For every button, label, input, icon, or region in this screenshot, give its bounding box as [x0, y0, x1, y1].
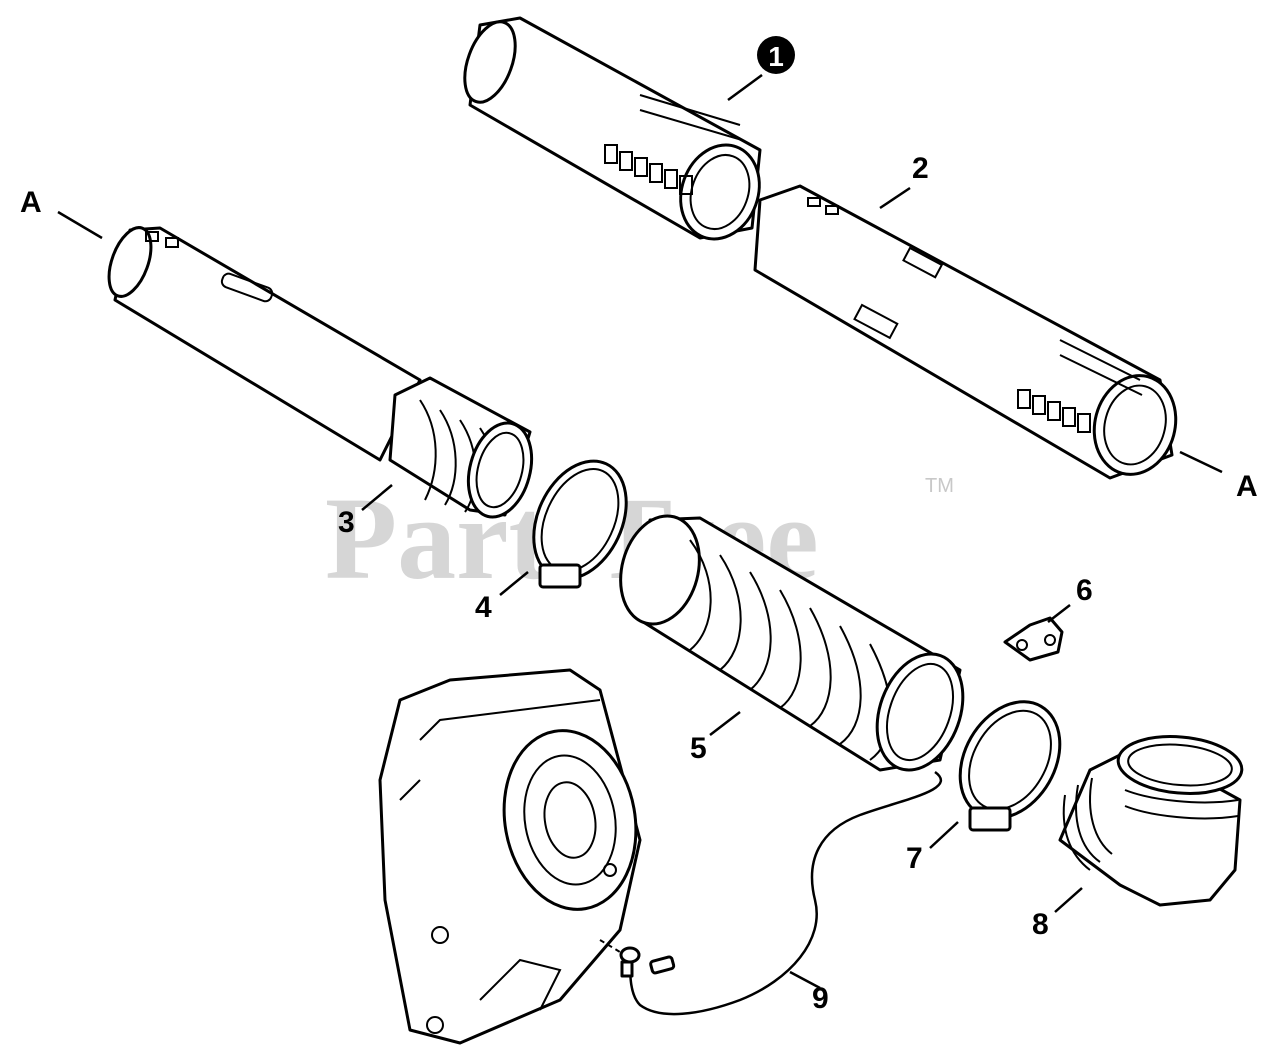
connector-line-a-left — [57, 210, 103, 240]
part-7-clamp[interactable] — [940, 684, 1080, 836]
callout-1-number: 1 — [768, 41, 784, 72]
callout-2[interactable]: 2 — [912, 152, 929, 185]
leader-lines — [361, 73, 1083, 990]
connector-line-a-right — [1179, 450, 1223, 474]
callout-8[interactable]: 8 — [1032, 908, 1049, 941]
connector-label-a-left: A — [20, 186, 42, 219]
callout-4[interactable]: 4 — [475, 591, 492, 624]
connector-label-a-right: A — [1236, 470, 1258, 503]
part-3-lower-tube[interactable] — [101, 222, 542, 524]
callout-9[interactable]: 9 — [812, 982, 829, 1015]
part-2-middle-tube[interactable] — [753, 184, 1187, 484]
part-1-upper-tube[interactable] — [455, 15, 772, 250]
callout-5[interactable]: 5 — [690, 732, 707, 765]
part-5-bellows-hose[interactable] — [609, 507, 978, 782]
part-4-clamp[interactable] — [516, 446, 645, 594]
part-6-clip[interactable] — [1003, 616, 1064, 662]
blower-housing[interactable] — [378, 668, 650, 1045]
callout-1[interactable]: 1 — [757, 36, 795, 74]
callout-6[interactable]: 6 — [1076, 574, 1093, 607]
part-9-wire[interactable] — [599, 770, 943, 1016]
callout-3[interactable]: 3 — [338, 506, 355, 539]
callout-7[interactable]: 7 — [906, 842, 923, 875]
part-8-elbow[interactable] — [1058, 732, 1244, 907]
watermark-tm: TM — [925, 475, 954, 497]
